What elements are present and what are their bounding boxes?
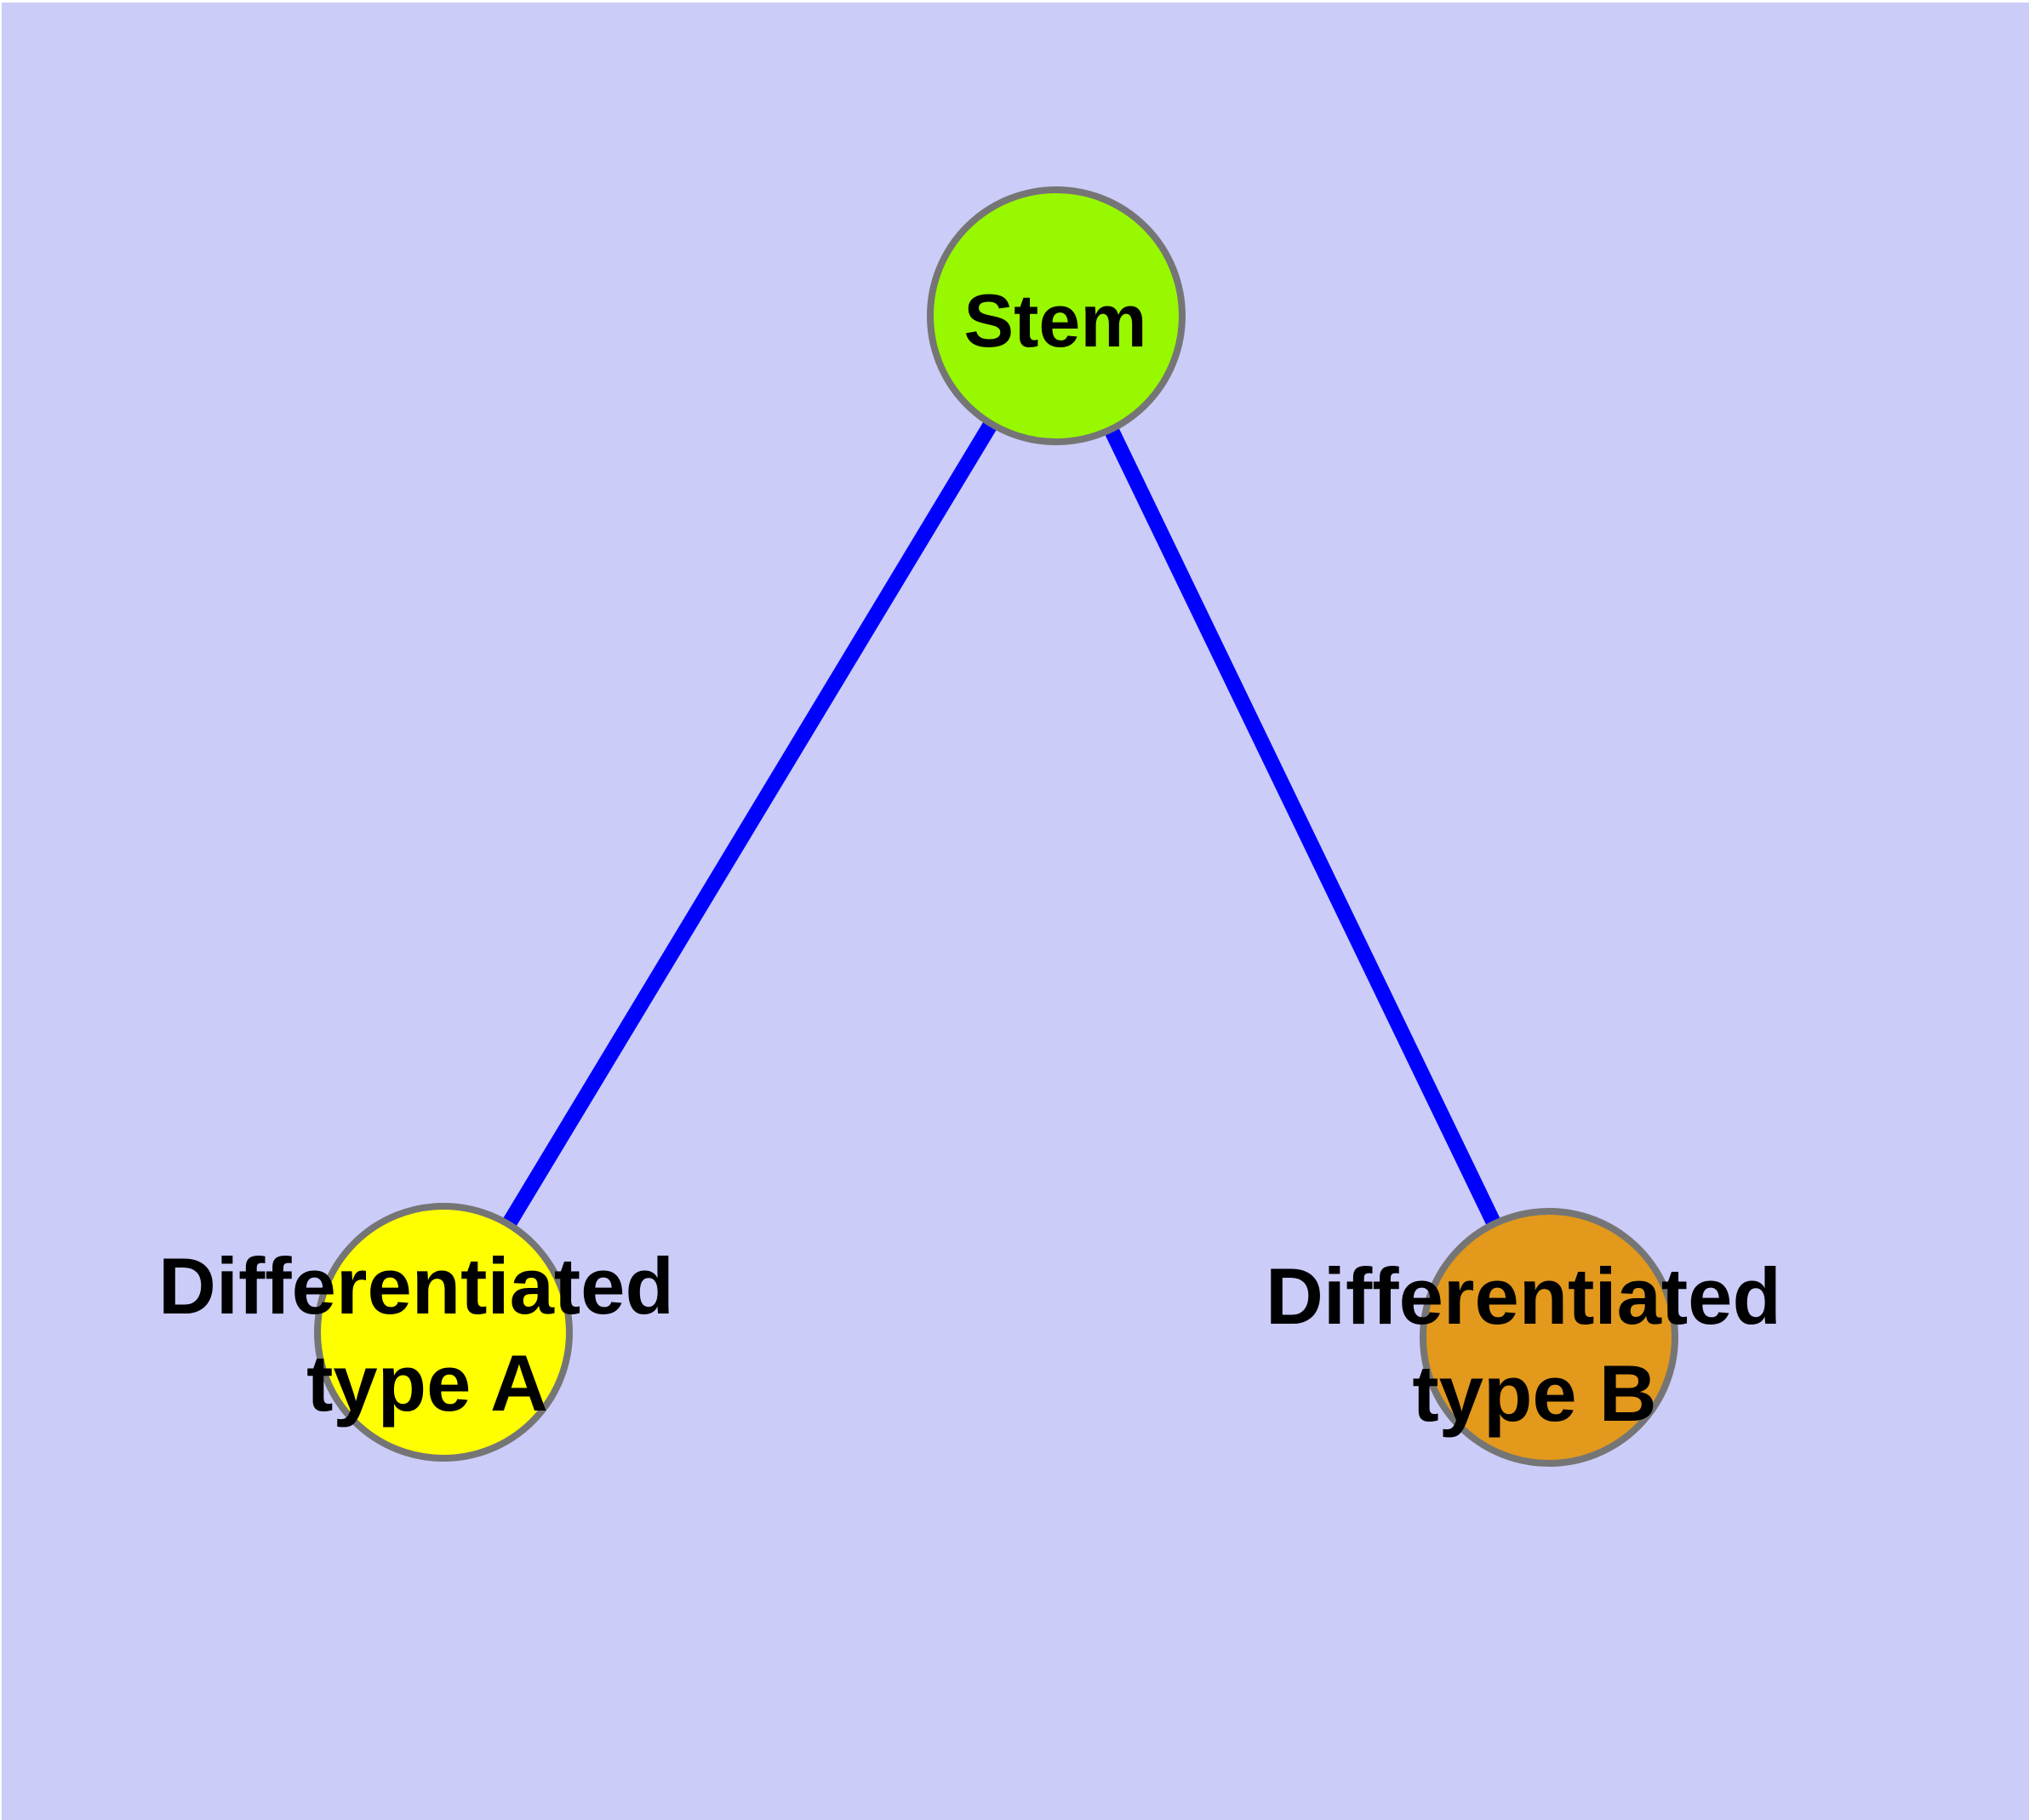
node-label-type-b: Differentiated type B (1266, 1251, 1803, 1438)
node-label-type-a-line1: Differentiated (158, 1241, 674, 1331)
node-label-stem: Stem (963, 278, 1146, 363)
edge-stem-to-type-b (1049, 312, 1557, 1341)
node-differentiated-type-b (1420, 1208, 1678, 1467)
edge-stem-to-type-a (437, 312, 1063, 1336)
node-differentiated-type-a (314, 1203, 573, 1462)
node-label-type-a: Differentiated type A (158, 1241, 696, 1428)
node-label-type-b-line2: type B (1412, 1348, 1656, 1438)
node-label-type-a-line2: type A (306, 1338, 548, 1428)
node-stem (927, 186, 1186, 445)
node-label-type-b-line1: Differentiated (1266, 1251, 1781, 1341)
